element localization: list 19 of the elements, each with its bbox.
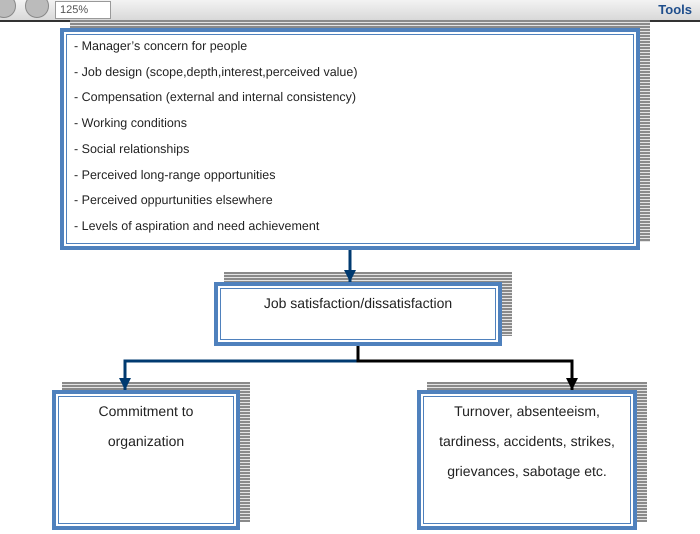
- arrow: [344, 250, 356, 282]
- list-item: - Perceived long-range opportunities: [74, 168, 276, 182]
- toolbar-label: Tools: [658, 2, 692, 17]
- text-box: [214, 282, 502, 346]
- text-box: [52, 390, 240, 530]
- box-text: Turnover, absenteeism, tardiness, accidents, strikes, grievances, sabotage etc.: [438, 402, 616, 481]
- list-item: - Levels of aspiration and need achievement: [74, 218, 320, 233]
- box-text: Job satisfaction/dissatisfaction: [262, 294, 454, 313]
- list-item: - Perceived oppurtunities elsewhere: [74, 193, 273, 208]
- zoom-field: 125%: [55, 1, 111, 19]
- text-box: [417, 390, 637, 530]
- box-text: Commitment to organization: [98, 402, 194, 451]
- list-item: - Social relationships: [74, 142, 190, 156]
- list-item: - Job design (scope,depth,interest,perceived value): [74, 64, 358, 79]
- text-box: [60, 28, 640, 250]
- list-item: - Working conditions: [74, 116, 188, 130]
- arrow: [356, 346, 578, 390]
- list-item: - Compensation (external and internal consistency): [74, 90, 356, 104]
- list-item: - Manager’s concern for people: [74, 39, 248, 53]
